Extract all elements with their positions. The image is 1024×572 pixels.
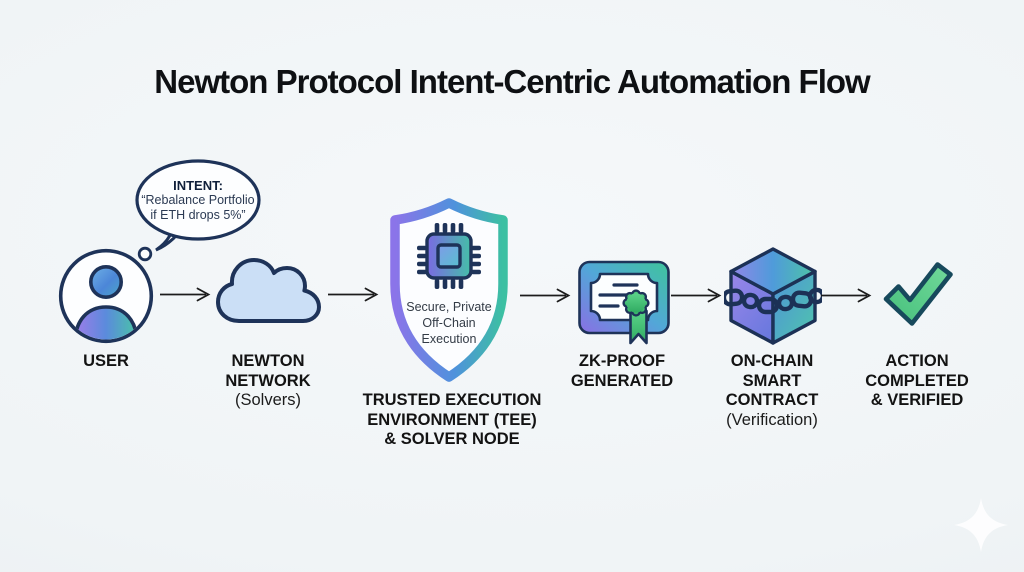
contract-label-line-2: SMART (742, 371, 802, 390)
tee-inner-line-1: Secure, Private (406, 300, 492, 314)
page-title: Newton Protocol Intent-Centric Automatio… (154, 63, 870, 100)
intent-line-2: if ETH drops 5%” (150, 208, 246, 222)
user-label-line-1: USER (83, 352, 129, 370)
contract-label-line-1: ON-CHAIN (730, 352, 814, 370)
zkproof-label: ZK-PROOF GENERATED (552, 352, 692, 391)
tee-label-line-2: ENVIRONMENT (TEE) (367, 410, 537, 429)
action-label: ACTION COMPLETED & VERIFIED (847, 352, 987, 411)
network-label-line-2: NETWORK (225, 371, 311, 390)
flow-arrow-2 (328, 287, 379, 302)
tee-shield-caption: Secure, Private Off-Chain Execution (391, 299, 507, 347)
tee-inner-line-3: Execution (421, 332, 477, 346)
contract-label-line-3: CONTRACT (725, 391, 819, 409)
checkmark-icon (883, 262, 953, 326)
intent-heading: INTENT: (173, 178, 223, 193)
flow-arrow-5 (821, 288, 872, 303)
user-label: USER (36, 352, 176, 372)
tee-inner-line-2: Off-Chain (422, 316, 476, 330)
intent-bubble-text: INTENT: “Rebalance Portfolio if ETH drop… (136, 178, 260, 223)
user-icon (58, 248, 154, 344)
contract-label-sub: (Verification) (726, 410, 818, 429)
network-label-line-1: NEWTON (231, 352, 305, 370)
rosette-seal-icon (622, 289, 650, 317)
chip-icon (417, 223, 481, 289)
flow-arrow-1 (160, 287, 211, 302)
sparkle-icon (954, 498, 1008, 552)
network-label-sub: (Solvers) (234, 391, 301, 409)
zkproof-certificate-icon (578, 260, 670, 345)
action-label-line-3: & VERIFIED (870, 391, 964, 409)
tee-label-line-3: & SOLVER NODE (384, 430, 520, 448)
zkproof-label-line-2: GENERATED (570, 371, 674, 390)
zkproof-label-line-1: ZK-PROOF (578, 352, 666, 370)
chain-icon (724, 287, 822, 315)
thought-bubble (135, 159, 261, 262)
network-label: NEWTON NETWORK (Solvers) (198, 352, 338, 411)
action-label-line-1: ACTION (885, 352, 949, 370)
tee-shield-icon (390, 198, 508, 382)
smart-contract-cube-icon (724, 247, 822, 345)
flow-arrow-3 (520, 288, 571, 303)
flow-arrow-4 (671, 288, 722, 303)
tee-label-line-1: TRUSTED EXECUTION (362, 391, 542, 409)
tee-label: TRUSTED EXECUTION ENVIRONMENT (TEE) & SO… (352, 391, 552, 450)
action-label-line-2: COMPLETED (865, 371, 969, 390)
contract-label: ON-CHAIN SMART CONTRACT (Verification) (702, 352, 842, 430)
cloud-icon (216, 258, 321, 323)
intent-line-1: “Rebalance Portfolio (141, 193, 255, 207)
